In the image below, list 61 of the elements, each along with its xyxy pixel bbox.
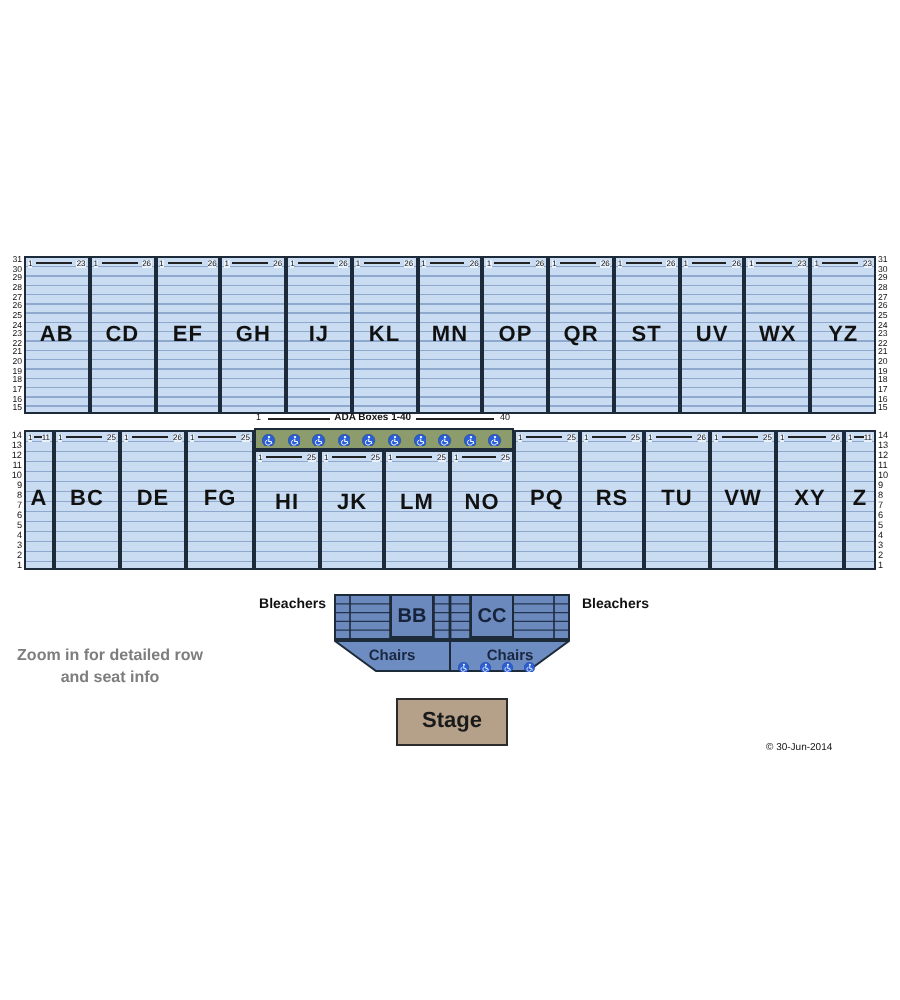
section-label: JK bbox=[336, 493, 368, 516]
section-label: OP bbox=[498, 324, 533, 346]
seating-section bbox=[744, 256, 811, 414]
seating-section bbox=[417, 256, 483, 414]
seating-section bbox=[450, 450, 514, 570]
seating-section bbox=[644, 430, 710, 570]
section-label: A bbox=[30, 489, 48, 511]
section-label: VW bbox=[724, 489, 762, 511]
stage-box bbox=[396, 698, 508, 746]
section-label: RS bbox=[595, 489, 629, 511]
seating-section bbox=[482, 256, 549, 414]
section-label: UV bbox=[695, 324, 729, 346]
section-label: GH bbox=[235, 324, 271, 346]
section-label: HI bbox=[275, 493, 299, 516]
section-label: QR bbox=[563, 324, 599, 346]
stage-label: Stage bbox=[422, 711, 482, 733]
section-label: CC bbox=[477, 608, 507, 628]
section-label: IJ bbox=[308, 324, 330, 346]
section-label: YZ bbox=[828, 324, 859, 346]
seating-section bbox=[24, 256, 90, 414]
seating-section bbox=[186, 430, 254, 570]
section-label: KL bbox=[368, 324, 401, 346]
seating-section bbox=[613, 256, 680, 414]
seating-section bbox=[580, 430, 644, 570]
section-label: EF bbox=[172, 324, 203, 346]
section-label: XY bbox=[794, 489, 826, 511]
seating-section bbox=[320, 450, 384, 570]
section-label: DE bbox=[136, 489, 170, 511]
section-label: BC bbox=[70, 489, 104, 511]
section-label: Z bbox=[852, 489, 868, 511]
seating-section bbox=[679, 256, 745, 414]
section-label: TU bbox=[661, 489, 693, 511]
seating-section bbox=[120, 430, 186, 570]
seating-section bbox=[89, 256, 156, 414]
note-text: Zoom in for detailed row and seat info bbox=[16, 644, 204, 688]
seating-section bbox=[710, 430, 776, 570]
seating-section bbox=[810, 256, 876, 414]
section-label: PQ bbox=[530, 489, 564, 511]
seating-section bbox=[220, 256, 287, 414]
section-label: FG bbox=[203, 489, 237, 511]
seating-section bbox=[286, 256, 352, 414]
seating-section bbox=[548, 256, 614, 414]
seating-section bbox=[776, 430, 844, 570]
bleacher-section bbox=[390, 594, 434, 638]
seating-section bbox=[514, 430, 580, 570]
seating-section bbox=[24, 430, 54, 570]
section-label: WX bbox=[758, 324, 797, 346]
seating-section bbox=[155, 256, 221, 414]
seating-section bbox=[254, 450, 320, 570]
bleacher-section bbox=[470, 594, 514, 638]
section-label: NO bbox=[464, 493, 500, 516]
seating-section bbox=[384, 450, 450, 570]
seating-section bbox=[844, 430, 876, 570]
section-label: AB bbox=[39, 324, 74, 346]
section-label: CD bbox=[105, 324, 140, 346]
section-label: BB bbox=[397, 608, 427, 628]
section-label: ST bbox=[631, 324, 662, 346]
seating-section bbox=[351, 256, 418, 414]
section-label: MN bbox=[431, 324, 469, 346]
seating-section bbox=[54, 430, 120, 570]
section-label: LM bbox=[400, 493, 434, 516]
